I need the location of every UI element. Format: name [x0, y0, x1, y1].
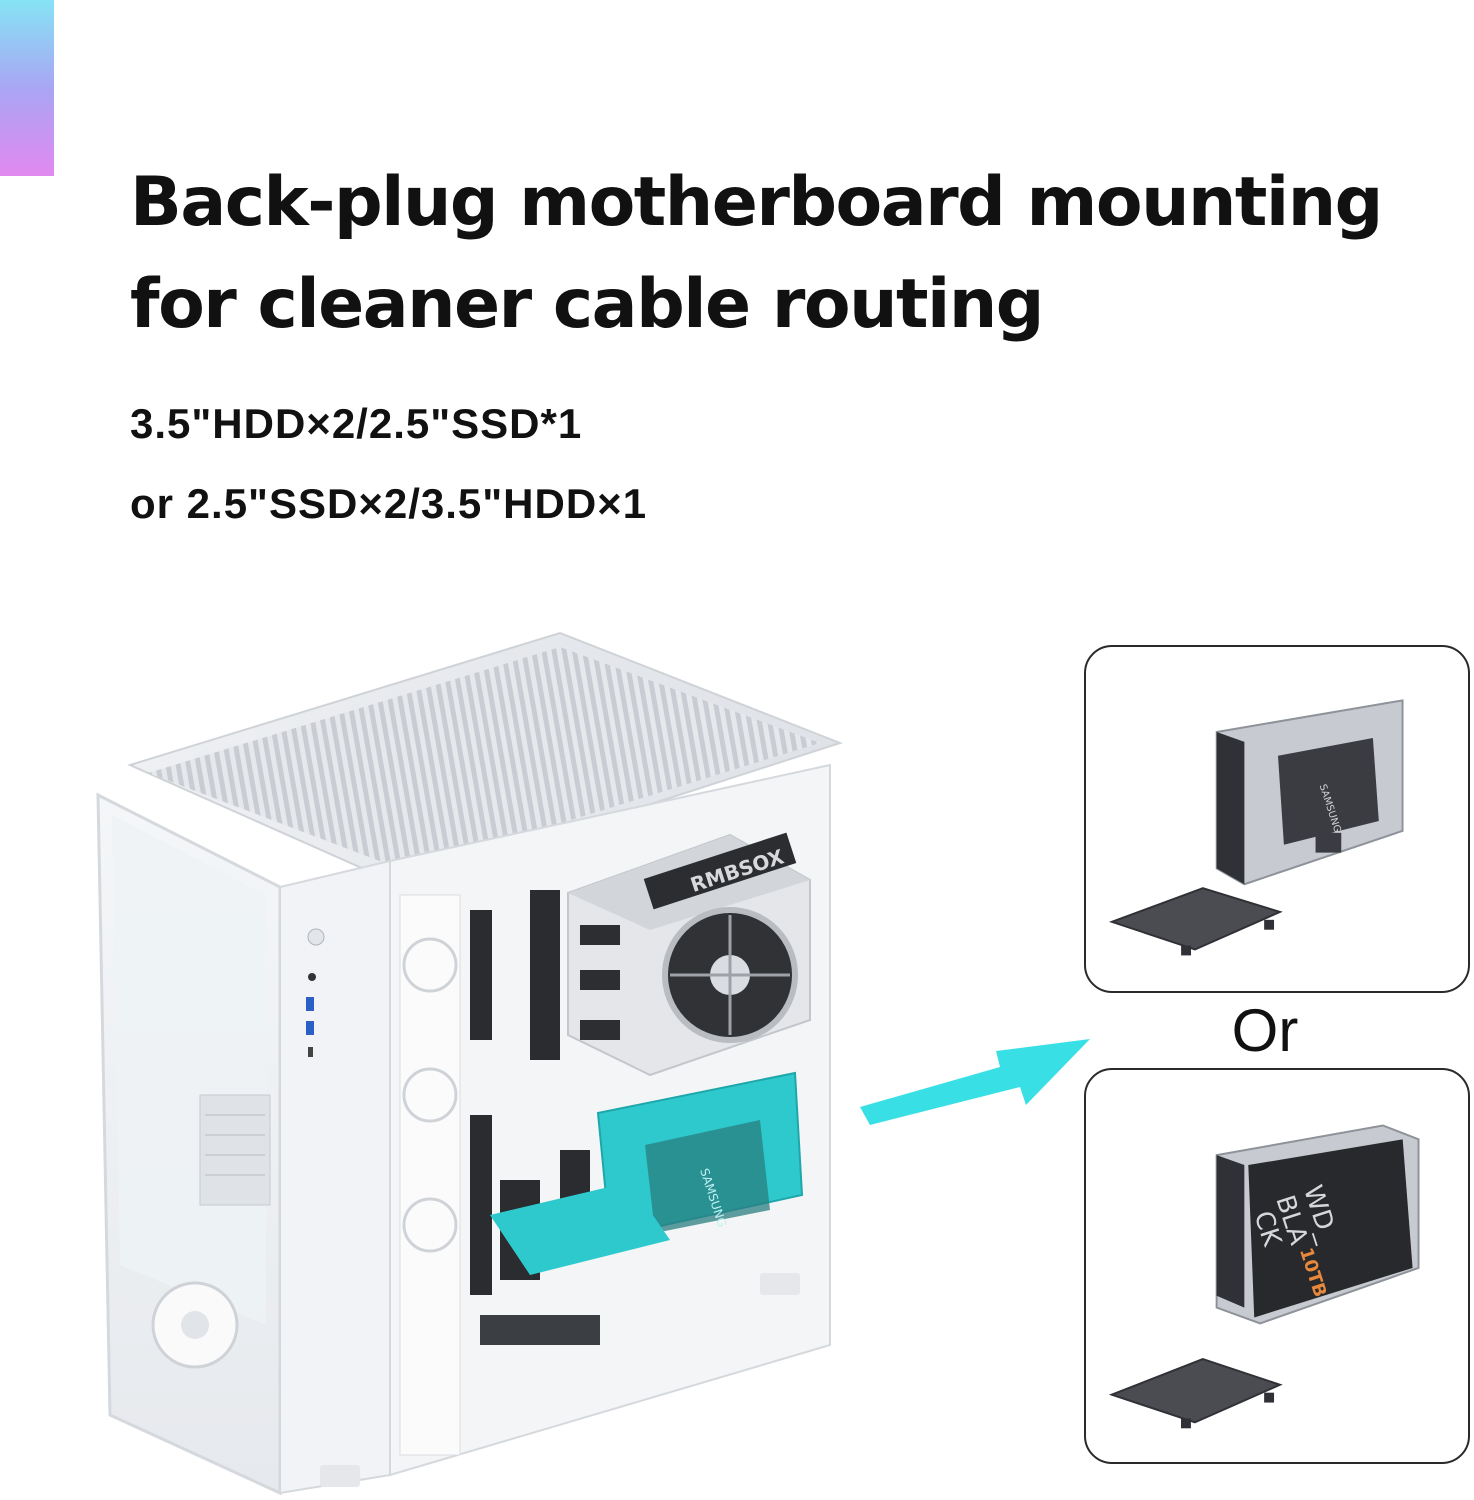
or-separator: Or [1231, 997, 1299, 1064]
top-mesh-panel [127, 631, 843, 887]
pc-case-illustration: RMBSOX SAMSUNG [96, 631, 843, 1496]
front-io-pillar [279, 859, 391, 1495]
hdd-bracket-illustration: WD_ BLA CK 10TB [1108, 1124, 1420, 1429]
storage-specs: 3.5"HDD×2/2.5"SSD*1 or 2.5"SSD×2/3.5"HDD… [130, 384, 647, 544]
accent-gradient-bar [0, 0, 54, 176]
front-glass-panel [96, 792, 282, 1496]
specs-line-2: or 2.5"SSD×2/3.5"HDD×1 [130, 480, 648, 527]
highlighted-drive-bracket: SAMSUNG [490, 1071, 804, 1275]
headline-line-1: Back-plug motherboard mounting [130, 163, 1383, 242]
option-card-ssd: SAMSUNG [1084, 645, 1470, 993]
usb-c-port-icon [308, 1047, 313, 1057]
ssd-bracket-illustration: SAMSUNG [1108, 699, 1404, 956]
usb-port-icon [306, 997, 314, 1011]
headline: Back-plug motherboard mounting for clean… [130, 152, 1460, 356]
power-supply: RMBSOX [567, 832, 811, 1077]
headline-line-2: for cleaner cable routing [130, 265, 1044, 344]
specs-line-1: 3.5"HDD×2/2.5"SSD*1 [130, 400, 583, 447]
audio-jack-icon [308, 973, 316, 981]
option-card-hdd: WD_ BLA CK 10TB [1084, 1068, 1470, 1464]
direction-arrow-icon [860, 1039, 1090, 1125]
power-button-icon [307, 928, 325, 946]
usb-port-icon [306, 1021, 314, 1035]
